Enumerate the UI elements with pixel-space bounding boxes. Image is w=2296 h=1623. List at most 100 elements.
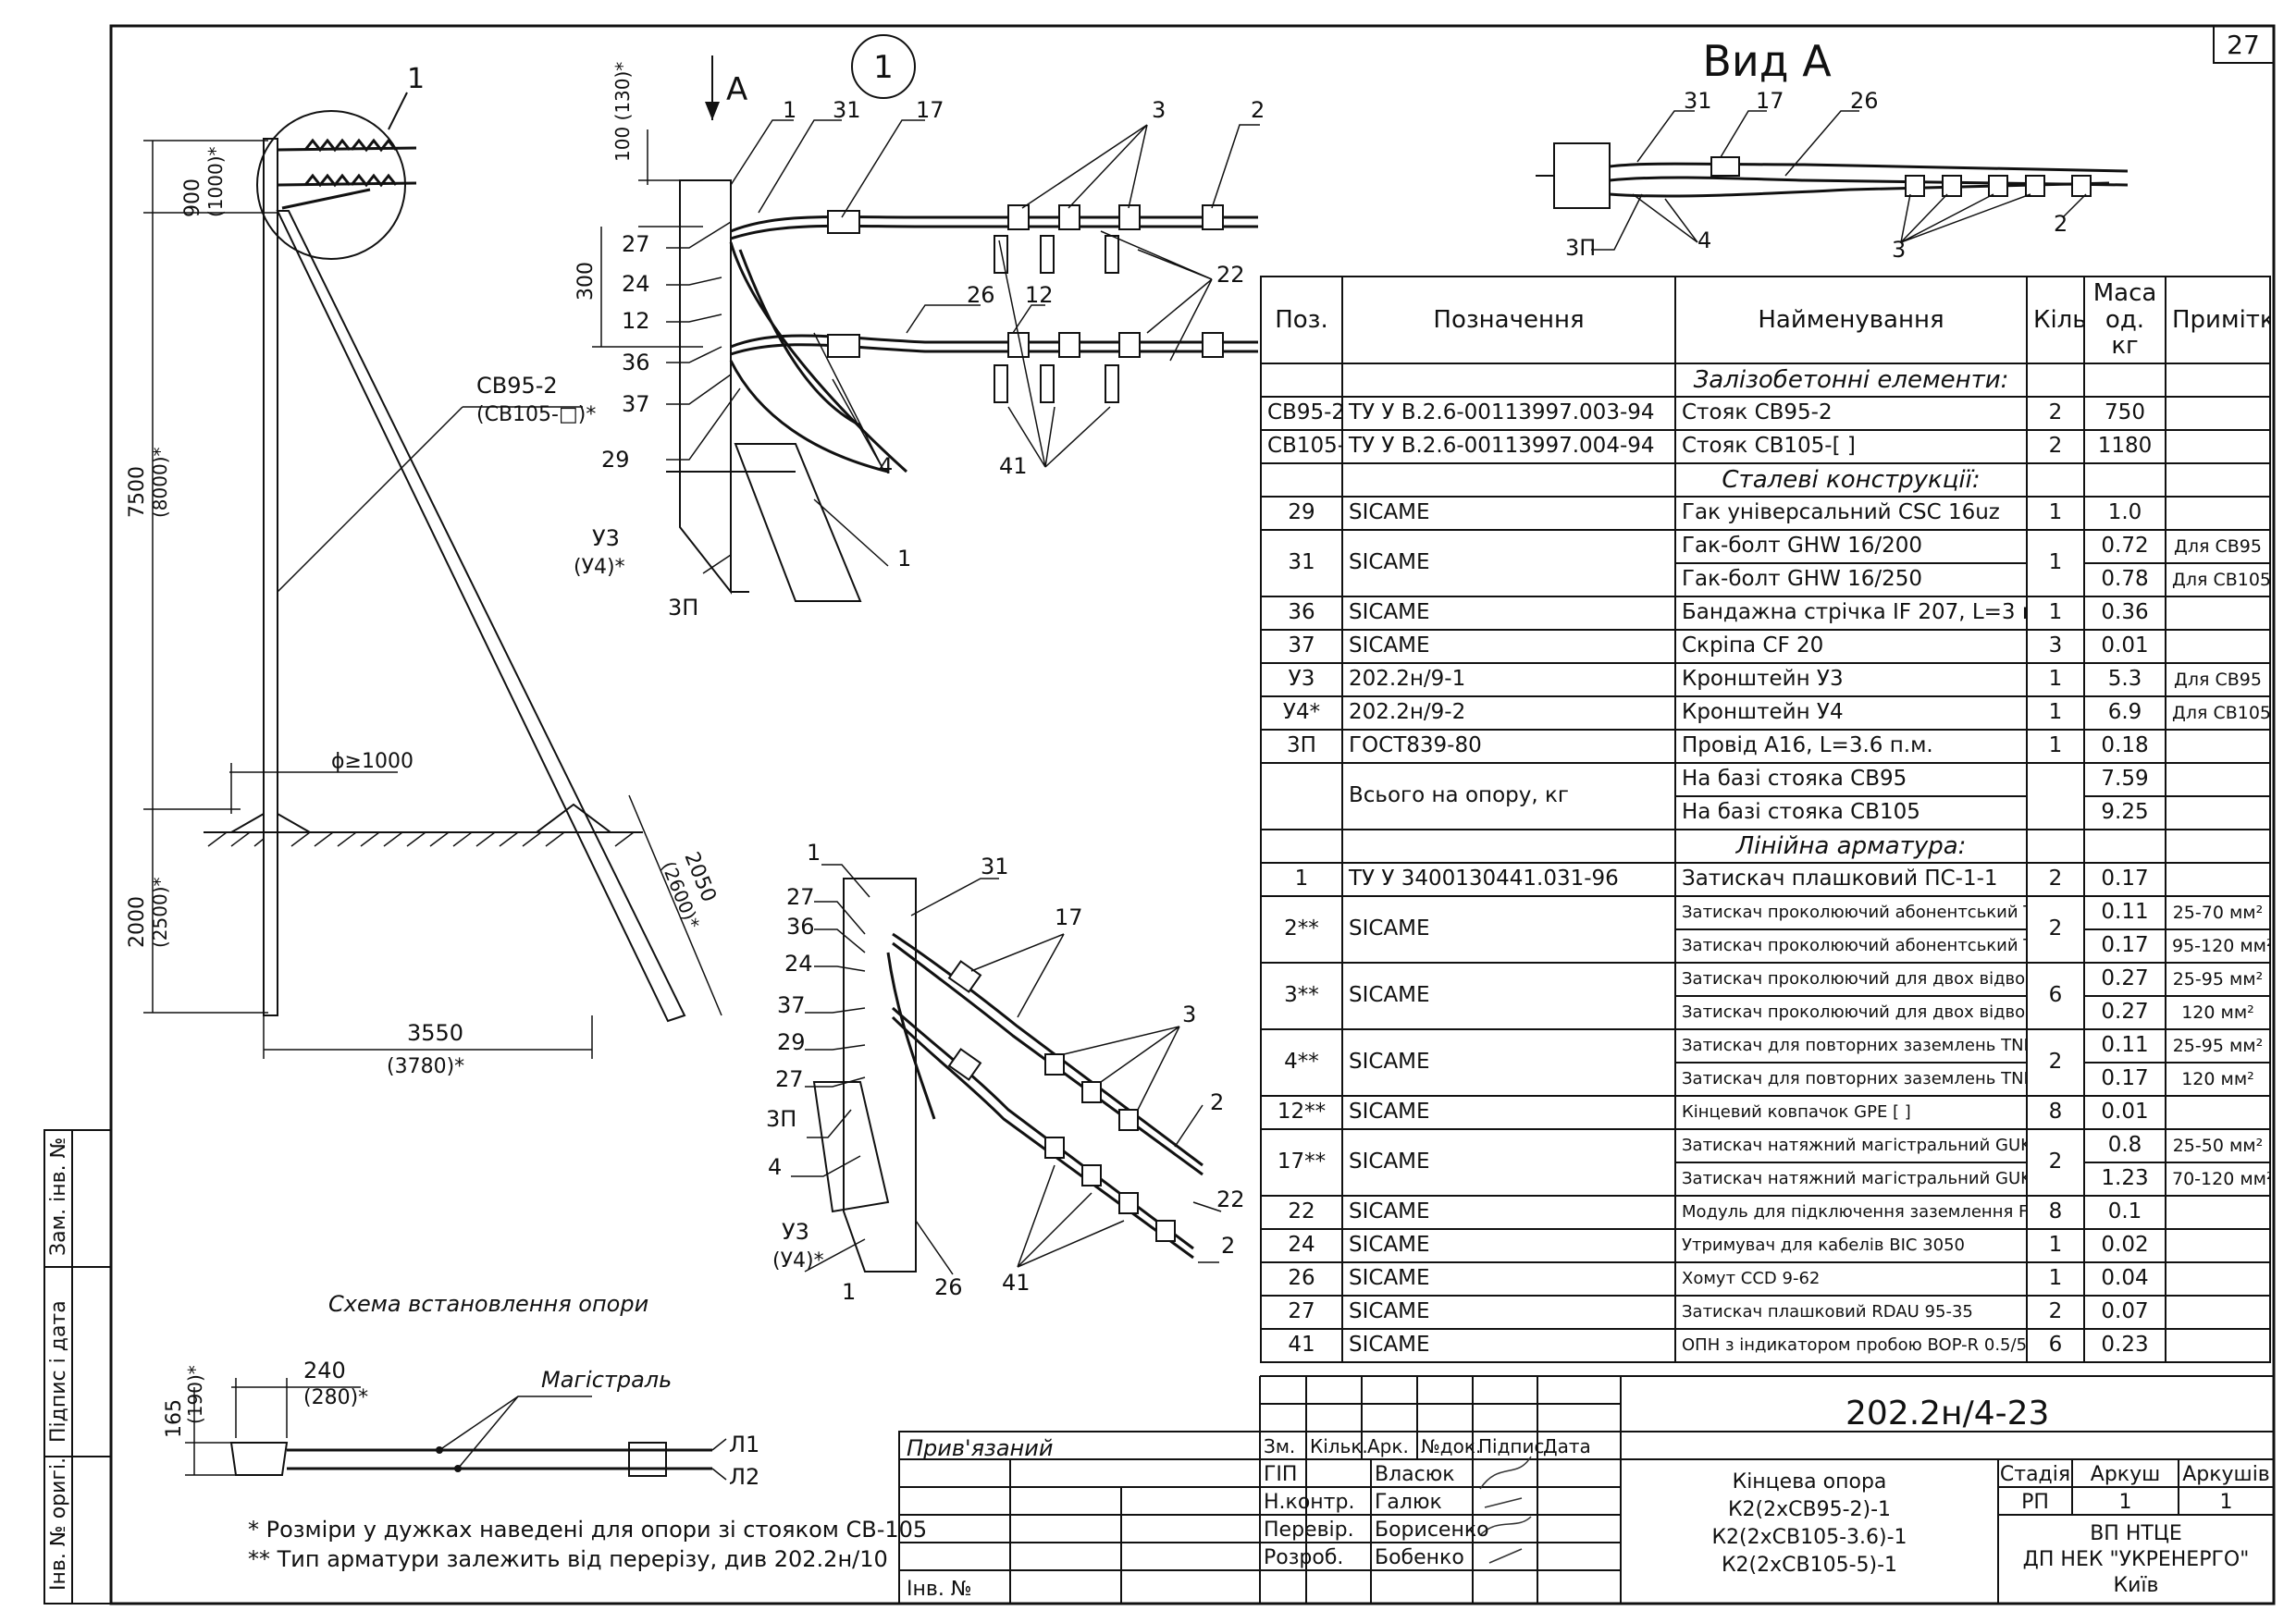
role-name: Власюк xyxy=(1375,1463,1455,1486)
dim-label: 240 xyxy=(303,1358,346,1383)
scheme-caption: Схема встановлення опори xyxy=(328,1291,648,1317)
spec-note: 95-120 мм² xyxy=(2165,928,2271,964)
spec-note xyxy=(2165,1295,2271,1330)
position-label: (У4)* xyxy=(772,1249,824,1273)
callout-label: 1 xyxy=(407,63,425,95)
spec-section-title: Лінійна арматура: xyxy=(1674,829,2028,864)
header-code: Позначення xyxy=(1341,276,1676,364)
spec-mass: 750 xyxy=(2083,396,2166,431)
note-2: ** Тип арматури залежить від перерізу, д… xyxy=(248,1546,888,1572)
spec-name: Модуль для підключення заземлення FCC 1 xyxy=(1674,1195,2028,1230)
position-label: 22 xyxy=(1216,1187,1245,1212)
spec-mass: 0.04 xyxy=(2083,1261,2166,1297)
spec-mass: 0.01 xyxy=(2083,629,2166,664)
inv-no-label: Інв. № xyxy=(907,1578,972,1601)
spec-note xyxy=(2165,496,2271,531)
detail-number: 1 xyxy=(873,49,894,86)
spec-qty: 2 xyxy=(2026,429,2085,464)
spec-section-title: Сталеві конструкції: xyxy=(1674,462,2028,498)
role-label: Н.контр. xyxy=(1264,1491,1355,1514)
spec-name: Гак-болт GHW 16/250 xyxy=(1674,562,2028,597)
position-label: 1 xyxy=(897,546,911,572)
spec-note: Для СВ95 xyxy=(2165,662,2271,697)
spec-qty: 6 xyxy=(2026,962,2085,1030)
role-name: Бобенко xyxy=(1375,1546,1464,1569)
tb-col-header: Арк. xyxy=(1367,1435,1409,1457)
position-label: 2 xyxy=(2054,211,2068,237)
side-stamp: Зам. інв. № Підпис і дата Інв. № оригі. xyxy=(43,1129,112,1605)
spec-code: SICAME xyxy=(1341,1328,1676,1363)
spec-qty: 6 xyxy=(2026,1328,2085,1363)
spec-mass: 5.3 xyxy=(2083,662,2166,697)
spec-qty: 1 xyxy=(2026,1228,2085,1263)
spec-cell-empty xyxy=(1341,829,1676,864)
spec-note xyxy=(2165,629,2271,664)
dim-label: (280)* xyxy=(303,1386,368,1409)
spec-note xyxy=(2165,596,2271,631)
spec-mass: 0.27 xyxy=(2083,995,2166,1030)
spec-code: ГОСТ839-80 xyxy=(1341,729,1676,764)
spec-code: SICAME xyxy=(1341,1028,1676,1097)
attached-label: Прив'язаний xyxy=(907,1435,1054,1461)
spec-cell-empty xyxy=(1341,363,1676,398)
spec-mass: 0.78 xyxy=(2083,562,2166,597)
spec-cell-empty xyxy=(2083,829,2166,864)
position-label: 3 xyxy=(1152,97,1166,123)
main-pole xyxy=(263,138,278,1016)
spec-code: SICAME xyxy=(1341,1195,1676,1230)
pole-type-alt-label: (СВ105-□)* xyxy=(476,403,596,426)
dim-label: 3550 xyxy=(407,1020,463,1046)
spec-pos: 2** xyxy=(1260,895,1343,964)
spec-code: ТУ У В.2.6-00113997.004-94 xyxy=(1341,429,1676,464)
position-label: 2 xyxy=(1221,1233,1235,1259)
spec-note xyxy=(2165,1195,2271,1230)
spec-pos: У4* xyxy=(1260,695,1343,731)
spec-section-row: Залізобетонні елементи: xyxy=(1260,363,2271,398)
spec-cell-empty xyxy=(2026,363,2085,398)
position-label: 3 xyxy=(1892,237,1906,263)
spec-note xyxy=(2165,396,2271,431)
org-line: Київ xyxy=(2113,1574,2159,1597)
spec-pos: СВ105-□ xyxy=(1260,429,1343,464)
spec-qty: 2 xyxy=(2026,1028,2085,1097)
spec-qty: 2 xyxy=(2026,895,2085,964)
spec-row-continuation: Затискач проколюючий для двох відводів T… xyxy=(1261,995,2271,1030)
position-label: 1 xyxy=(783,97,796,123)
spec-qty: 2 xyxy=(2026,1295,2085,1330)
sheets-value: 1 xyxy=(2219,1491,2233,1514)
role-name: Галюк xyxy=(1375,1491,1442,1514)
spec-code: SICAME xyxy=(1341,1261,1676,1297)
pole-installation-view: 1 xyxy=(126,63,722,1078)
spec-name: Скріпа CF 20 xyxy=(1674,629,2028,664)
spec-cell-empty xyxy=(2165,829,2271,864)
spec-note xyxy=(2165,1261,2271,1297)
spec-mass: 0.18 xyxy=(2083,729,2166,764)
spec-qty: 2 xyxy=(2026,862,2085,897)
dim-label: (3780)* xyxy=(387,1055,464,1078)
spec-row-continuation: Затискач проколюючий абонентський TTD 24… xyxy=(1261,928,2271,964)
position-label: 17 xyxy=(916,97,944,123)
signature-scribbles xyxy=(1479,1456,1532,1564)
spec-qty: 1 xyxy=(2026,496,2085,531)
strut-pole xyxy=(276,210,686,1023)
spec-name: Бандажна стрічка IF 207, L=3 п.м. xyxy=(1674,596,2028,631)
spec-note: Для СВ95 xyxy=(2165,529,2271,564)
tb-col-header: Зм. xyxy=(1264,1435,1296,1457)
spec-name: Стояк СВ105-[ ] xyxy=(1674,429,2028,464)
spec-qty: 1 xyxy=(2026,529,2085,597)
position-label: 26 xyxy=(967,282,995,308)
spec-mass: 0.36 xyxy=(2083,596,2166,631)
header-pos: Поз. xyxy=(1260,276,1343,364)
position-label: 36 xyxy=(622,350,650,375)
position-label: 12 xyxy=(622,308,650,334)
position-label: (У4)* xyxy=(574,556,625,579)
spec-qty xyxy=(2026,762,2085,830)
